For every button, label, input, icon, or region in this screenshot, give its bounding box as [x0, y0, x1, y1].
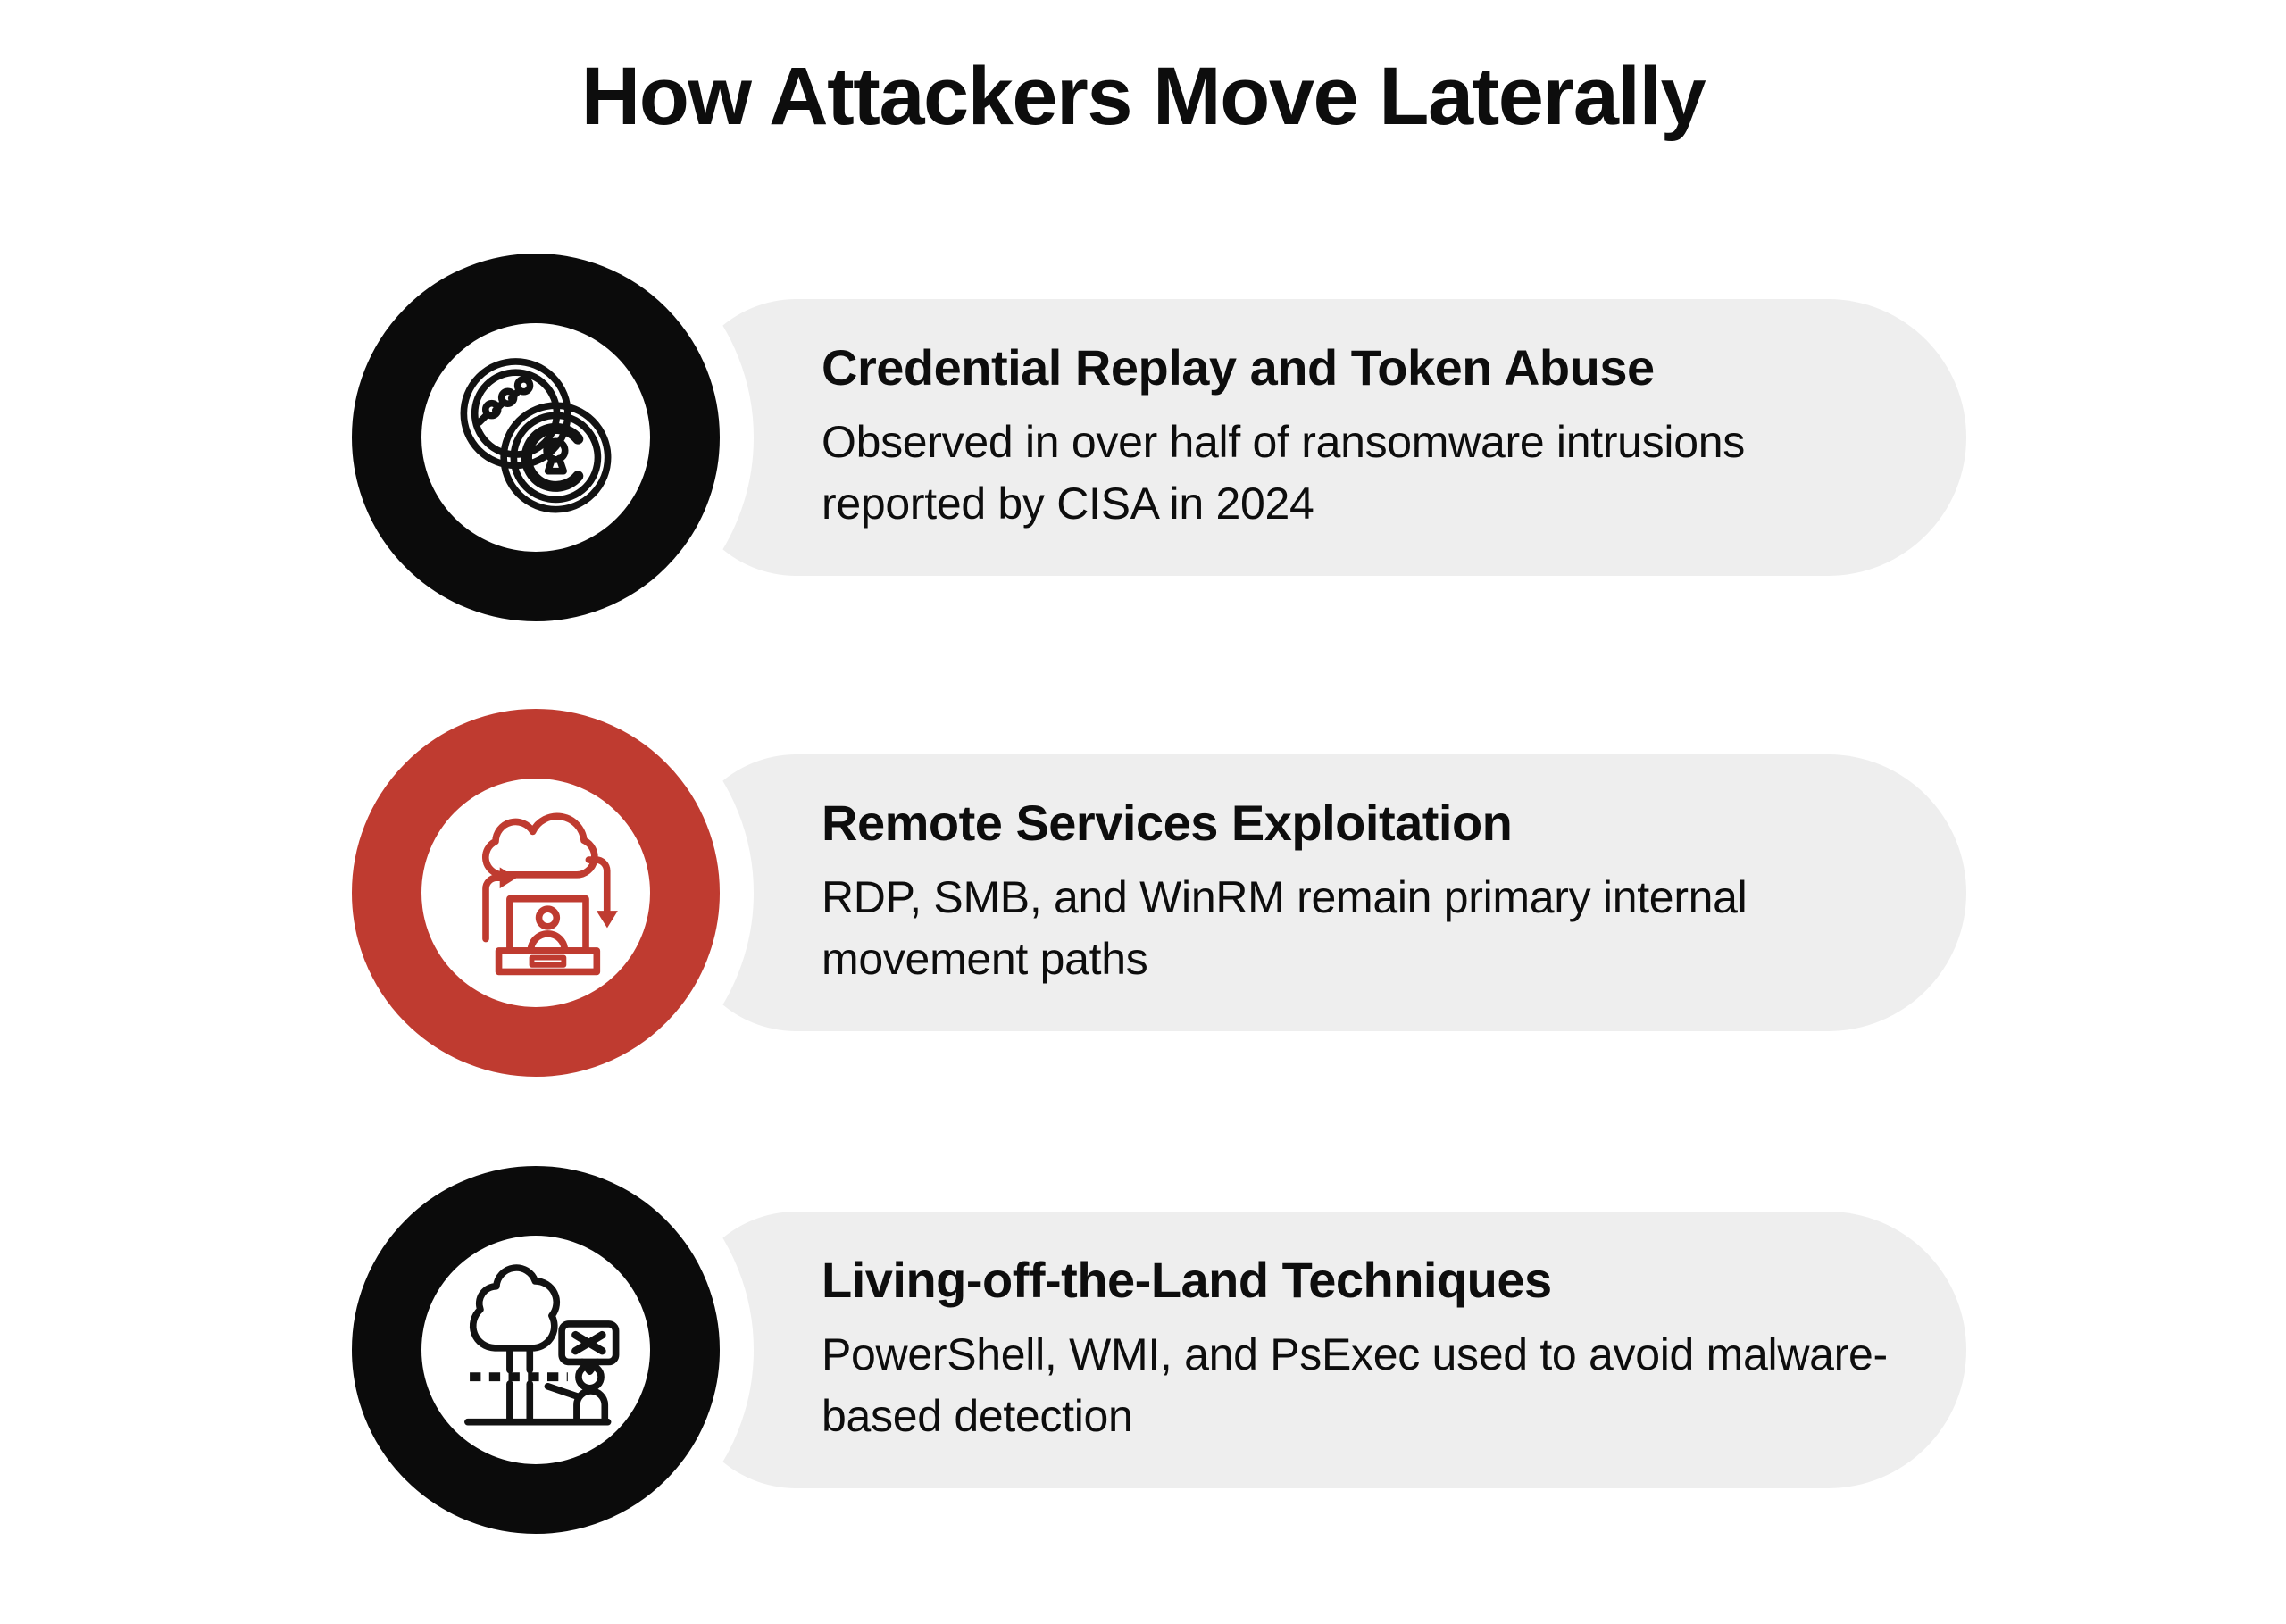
badge-inner-disc	[421, 323, 650, 552]
page-title: How Attackers Move Laterally	[580, 51, 1706, 142]
item-description: RDP, SMB, and WinRM remain primary inter…	[822, 871, 1748, 984]
item-badge-circle	[318, 220, 754, 655]
item-card: Credential Replay and Token Abuse Observ…	[680, 299, 1966, 576]
stacked-tokens-keyhole-icon	[460, 358, 612, 513]
item-row-credential-replay: Credential Replay and Token Abuse Observ…	[0, 220, 2286, 655]
item-title: Credential Replay and Token Abuse	[822, 339, 1655, 396]
item-row-remote-services: Remote Services Exploitation RDP, SMB, a…	[0, 675, 2286, 1111]
item-badge-circle	[318, 675, 754, 1111]
item-description: PowerShell, WMI, and PsExec used to avoi…	[822, 1328, 1888, 1441]
item-title: Living-off-the-Land Techniques	[822, 1252, 1552, 1309]
cloud-remote-desktop-sync-icon	[482, 812, 618, 976]
item-badge-circle	[318, 1132, 754, 1568]
tree-cut-denied-icon	[464, 1264, 620, 1426]
item-card: Remote Services Exploitation RDP, SMB, a…	[680, 754, 1966, 1031]
item-description: Observed in over half of ransomware intr…	[822, 416, 1745, 529]
item-title: Remote Services Exploitation	[822, 795, 1513, 852]
badge-inner-disc	[421, 1236, 650, 1464]
badge-inner-disc	[421, 779, 650, 1007]
item-card: Living-off-the-Land Techniques PowerShel…	[680, 1212, 1966, 1488]
item-row-living-off-the-land: Living-off-the-Land Techniques PowerShel…	[0, 1132, 2286, 1568]
